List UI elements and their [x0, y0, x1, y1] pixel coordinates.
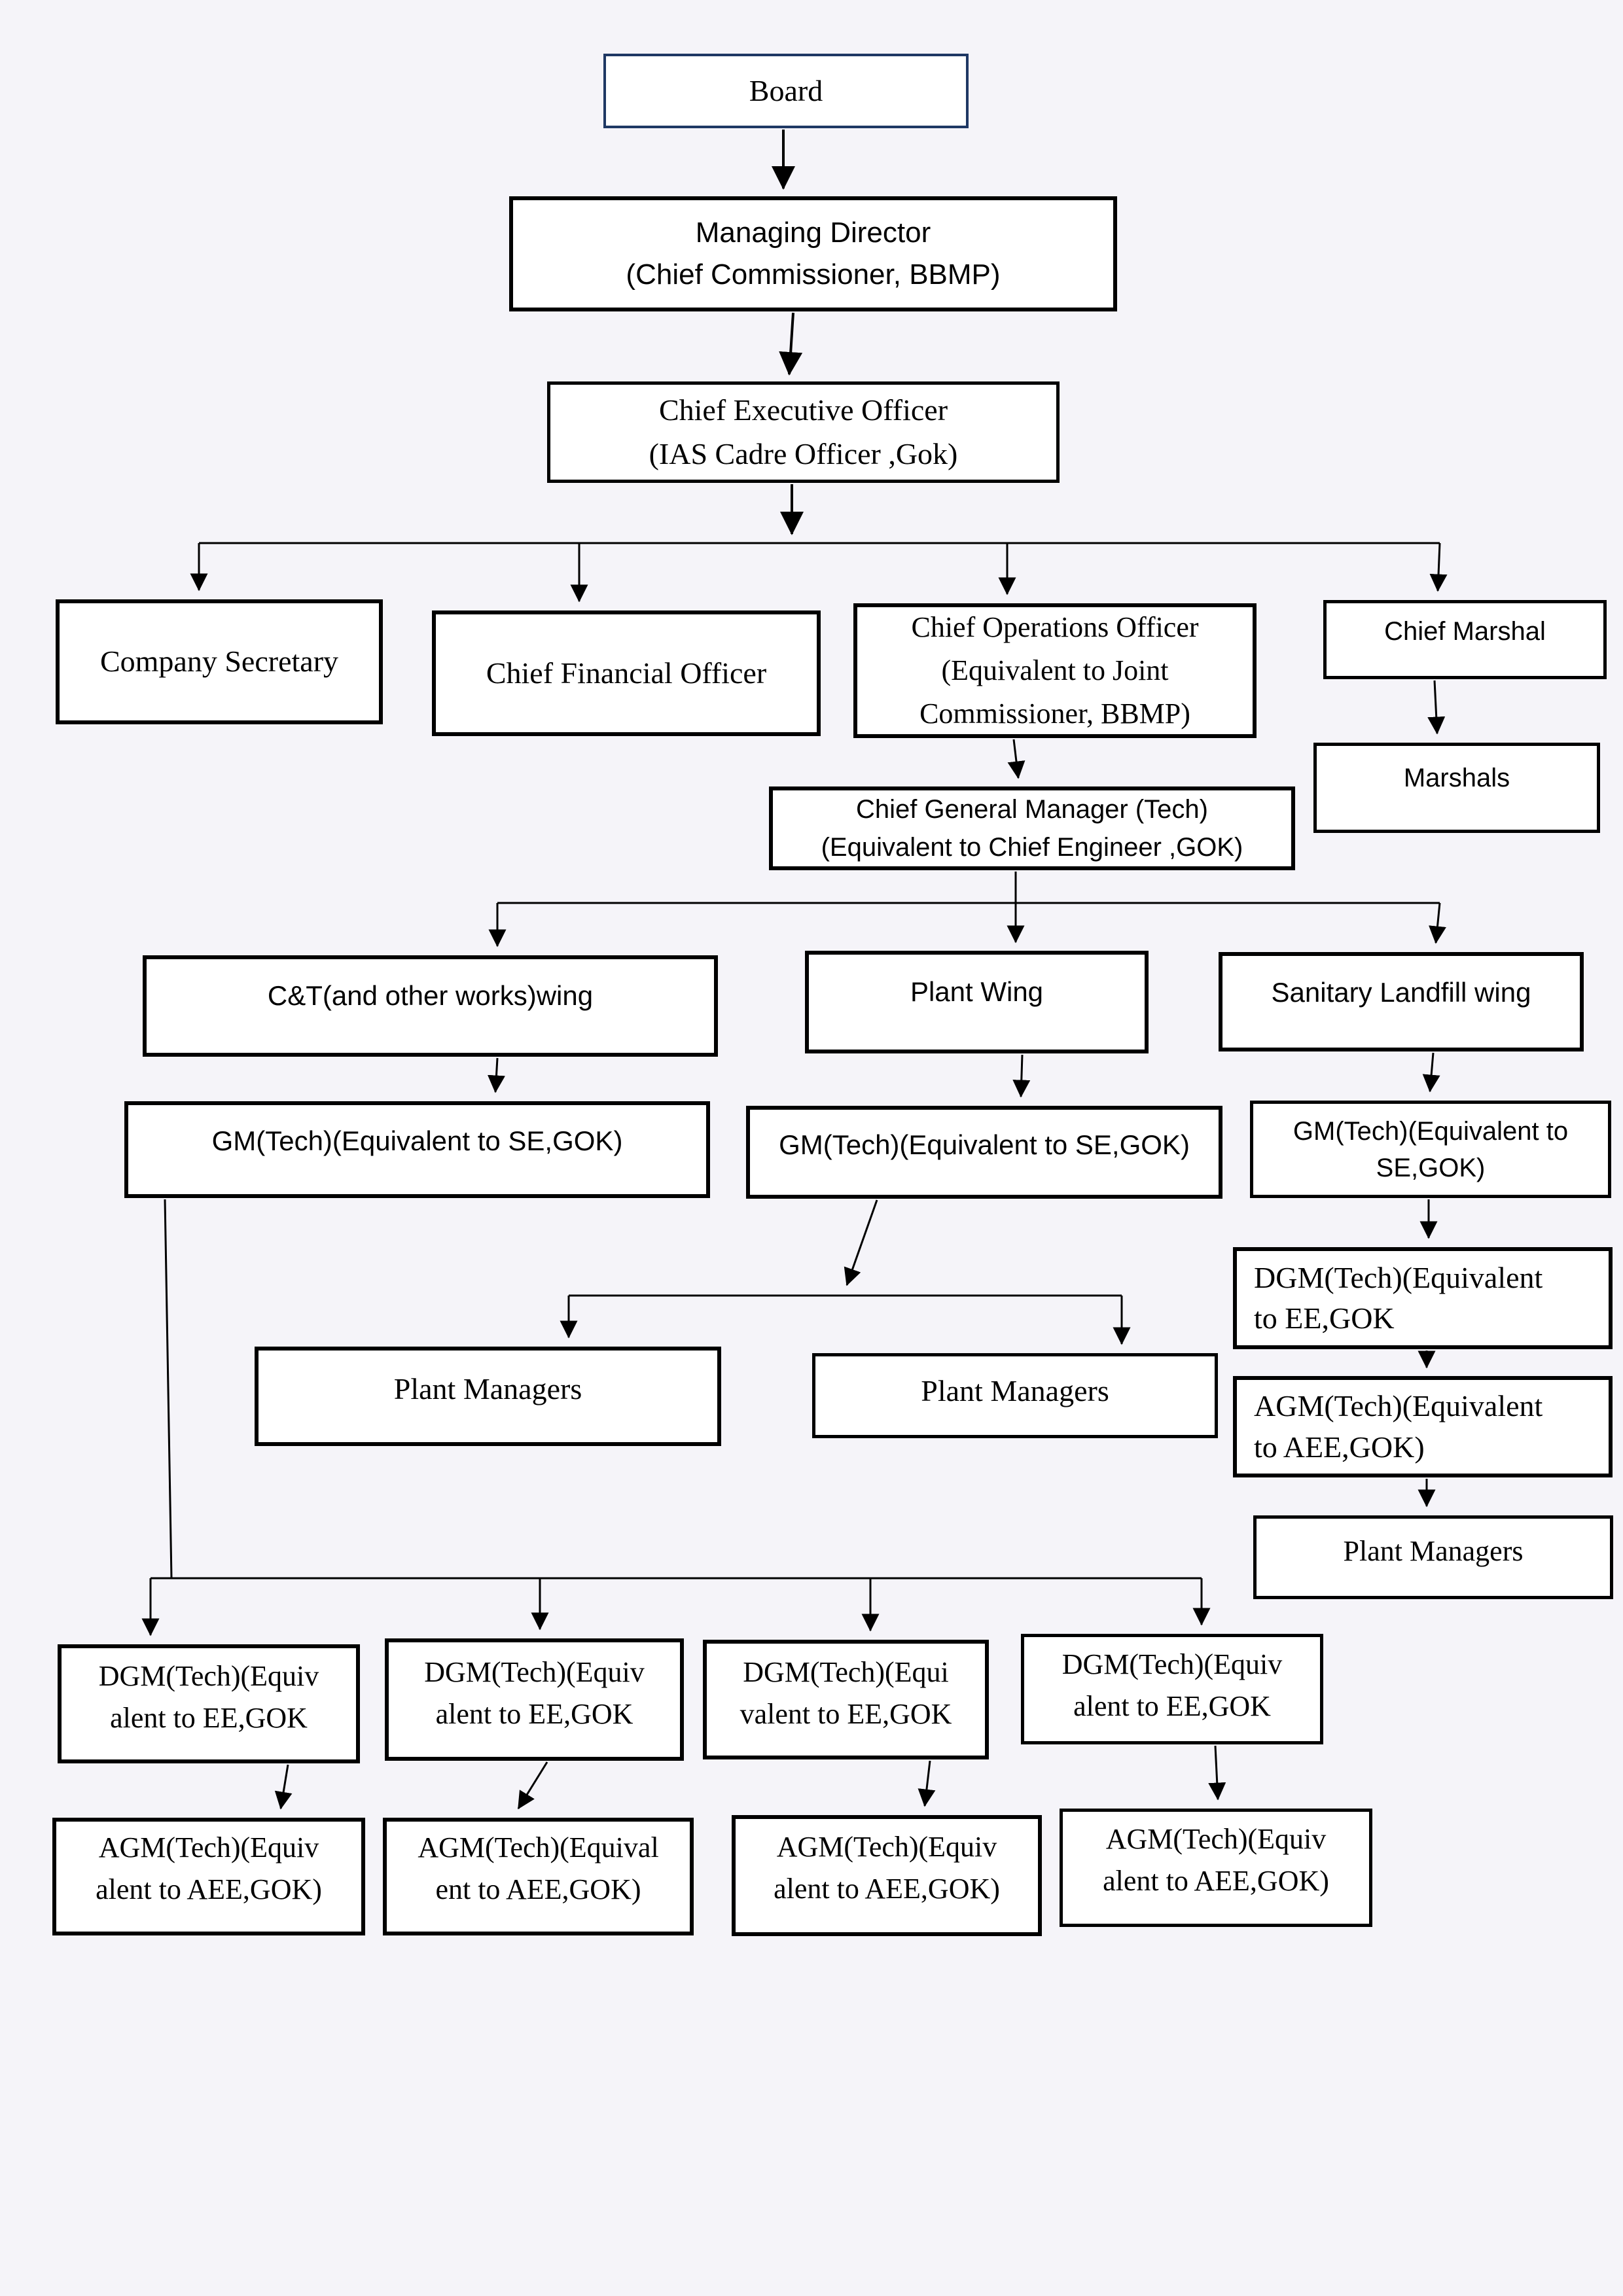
- node-dgm-3: DGM(Tech)(Equi valent to EE,GOK: [703, 1640, 989, 1759]
- node-plant-managers-mid: Plant Managers: [812, 1353, 1218, 1438]
- connector-plantwing-gm: [1012, 1054, 1031, 1098]
- node-cgm-tech: Chief General Manager (Tech) (Equivalent…: [769, 786, 1295, 870]
- node-agm-3: AGM(Tech)(Equiv alent to AEE,GOK): [732, 1815, 1042, 1936]
- connector-ctwing-gm: [487, 1057, 505, 1093]
- connector-dgm3-agm3: [918, 1760, 936, 1807]
- node-ct-wing: C&T(and other works)wing: [143, 955, 718, 1057]
- connector-gmplant-junction: [844, 1199, 878, 1286]
- node-plant-wing: Plant Wing: [805, 951, 1149, 1053]
- connector-dgm4-agm4: [1208, 1745, 1226, 1801]
- node-managing-director: Managing Director (Chief Commissioner, B…: [509, 196, 1117, 311]
- node-plant-managers-sl: Plant Managers: [1253, 1515, 1613, 1599]
- node-dgm-1: DGM(Tech)(Equiv alent to EE,GOK: [58, 1644, 360, 1763]
- node-board: Board: [603, 54, 969, 128]
- node-plant-managers-left: Plant Managers: [255, 1347, 721, 1446]
- node-dgm-2: DGM(Tech)(Equiv alent to EE,GOK: [385, 1638, 684, 1761]
- node-gm-plant: GM(Tech)(Equivalent to SE,GOK): [746, 1106, 1222, 1199]
- drop-sanitary-wing: [1429, 902, 1446, 944]
- node-dgm-4: DGM(Tech)(Equiv alent to EE,GOK: [1021, 1634, 1323, 1744]
- connector-slwing-gm: [1422, 1052, 1440, 1093]
- connector-dgm1-agm1: [274, 1764, 293, 1810]
- node-chief-marshal: Chief Marshal: [1323, 600, 1607, 679]
- connector-md-ceo: [779, 312, 803, 376]
- node-coo: Chief Operations Officer (Equivalent to …: [853, 603, 1257, 738]
- connector-marshal-marshals: [1427, 680, 1446, 735]
- node-ceo: Chief Executive Officer (IAS Cadre Offic…: [547, 381, 1060, 483]
- node-gm-sl: GM(Tech)(Equivalent to SE,GOK): [1250, 1101, 1611, 1198]
- node-dgm-sl: DGM(Tech)(Equivalent to EE,GOK: [1233, 1247, 1613, 1349]
- node-agm-1: AGM(Tech)(Equiv alent to AEE,GOK): [52, 1818, 365, 1935]
- node-sanitary-landfill-wing: Sanitary Landfill wing: [1219, 952, 1584, 1051]
- connector-gmct-long: [164, 1199, 173, 1579]
- node-cfo: Chief Financial Officer: [432, 610, 821, 736]
- node-agm-4: AGM(Tech)(Equiv alent to AEE,GOK): [1060, 1809, 1372, 1927]
- drop-chief-marshal: [1429, 542, 1448, 592]
- node-company-secretary: Company Secretary: [56, 599, 383, 724]
- node-marshals: Marshals: [1313, 743, 1600, 833]
- node-agm-sl: AGM(Tech)(Equivalent to AEE,GOK): [1233, 1376, 1613, 1477]
- node-agm-2: AGM(Tech)(Equival ent to AEE,GOK): [383, 1818, 694, 1935]
- node-gm-ct: GM(Tech)(Equivalent to SE,GOK): [124, 1101, 710, 1198]
- connector-coo-cgm: [1007, 739, 1026, 779]
- connector-dgm2-agm2: [517, 1761, 548, 1810]
